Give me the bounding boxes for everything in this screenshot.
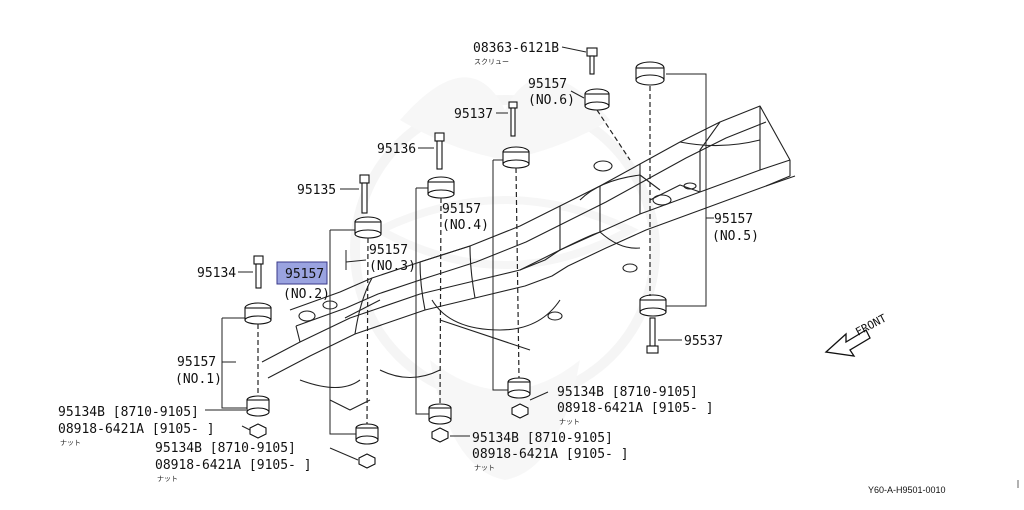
label-nut-c-line1: 95134B [8710-9105] bbox=[557, 385, 698, 400]
mount-no6 bbox=[584, 88, 610, 111]
highlight-box[interactable] bbox=[276, 261, 328, 285]
label-mount-no1-part: 95157 bbox=[177, 355, 216, 370]
label-nut-d-jp: ナット bbox=[474, 464, 495, 472]
label-nut-d-line1: 95134B [8710-9105] bbox=[472, 431, 613, 446]
bolt-95137 bbox=[508, 101, 518, 137]
bolt-95134 bbox=[253, 255, 264, 289]
mount-no4-lower bbox=[507, 377, 531, 419]
label-nut-a-line2: 08918-6421A [9105- ] bbox=[58, 422, 215, 437]
label-screw-jp: スクリュー bbox=[474, 58, 509, 66]
alignment-lines bbox=[257, 86, 651, 425]
label-nut-a-line1: 95134B [8710-9105] bbox=[58, 405, 199, 420]
label-nut-d-line2: 08918-6421A [9105- ] bbox=[472, 447, 629, 462]
mount-no1-lower bbox=[246, 395, 270, 439]
mount-no2-lower bbox=[355, 423, 379, 469]
label-bolt-95135: 95135 bbox=[297, 183, 336, 198]
mount-no5-upper bbox=[635, 61, 665, 86]
mount-no3-upper bbox=[427, 176, 455, 199]
reference-code: Y60-A-H9501-0010 bbox=[868, 485, 946, 495]
label-mount-no3-part: 95157 bbox=[369, 243, 408, 258]
label-mount-no1-no: (NO.1) bbox=[175, 372, 222, 387]
label-nut-b-line1: 95134B [8710-9105] bbox=[155, 441, 296, 456]
leader-lines bbox=[205, 46, 714, 461]
label-mount-no3-no: (NO.3) bbox=[369, 259, 416, 274]
chassis-frame bbox=[261, 105, 796, 411]
screw-08363 bbox=[586, 47, 598, 75]
label-mount-no4-no: (NO.4) bbox=[442, 218, 489, 233]
label-nut-b-line2: 08918-6421A [9105- ] bbox=[155, 458, 312, 473]
front-label: FRONT bbox=[853, 311, 889, 338]
label-mount-no5-part: 95157 bbox=[714, 212, 753, 227]
label-screw-number: 08363-6121B bbox=[473, 41, 559, 56]
mount-no4-upper bbox=[502, 146, 530, 169]
label-bolt-95137: 95137 bbox=[454, 107, 493, 122]
label-mount-no5-no: (NO.5) bbox=[712, 229, 759, 244]
label-nut-b-jp: ナット bbox=[157, 475, 178, 483]
label-nut-c-jp: ナット bbox=[559, 418, 580, 426]
label-mount-no2-part[interactable]: 95157 bbox=[285, 267, 324, 282]
label-mount-no4-part: 95157 bbox=[442, 202, 481, 217]
label-bolt-95136: 95136 bbox=[377, 142, 416, 157]
label-bolt-95134: 95134 bbox=[197, 266, 236, 281]
label-mount-no2-no: (NO.2) bbox=[283, 287, 330, 302]
front-arrow-icon bbox=[824, 329, 871, 357]
label-bolt-95537: 95537 bbox=[684, 334, 723, 349]
bolt-95135 bbox=[359, 174, 370, 214]
mount-no3-lower bbox=[428, 403, 452, 443]
label-mount-no6-part: 95157 bbox=[528, 77, 567, 92]
watermark-emblem bbox=[350, 77, 660, 480]
mount-no2-upper bbox=[354, 216, 382, 239]
bolt-95136 bbox=[434, 132, 445, 170]
label-nut-a-jp: ナット bbox=[60, 439, 81, 447]
label-nut-c-line2: 08918-6421A [9105- ] bbox=[557, 401, 714, 416]
mount-no5-lower bbox=[639, 294, 667, 354]
mount-no1-upper bbox=[244, 302, 272, 325]
label-mount-no6-no: (NO.6) bbox=[528, 93, 575, 108]
